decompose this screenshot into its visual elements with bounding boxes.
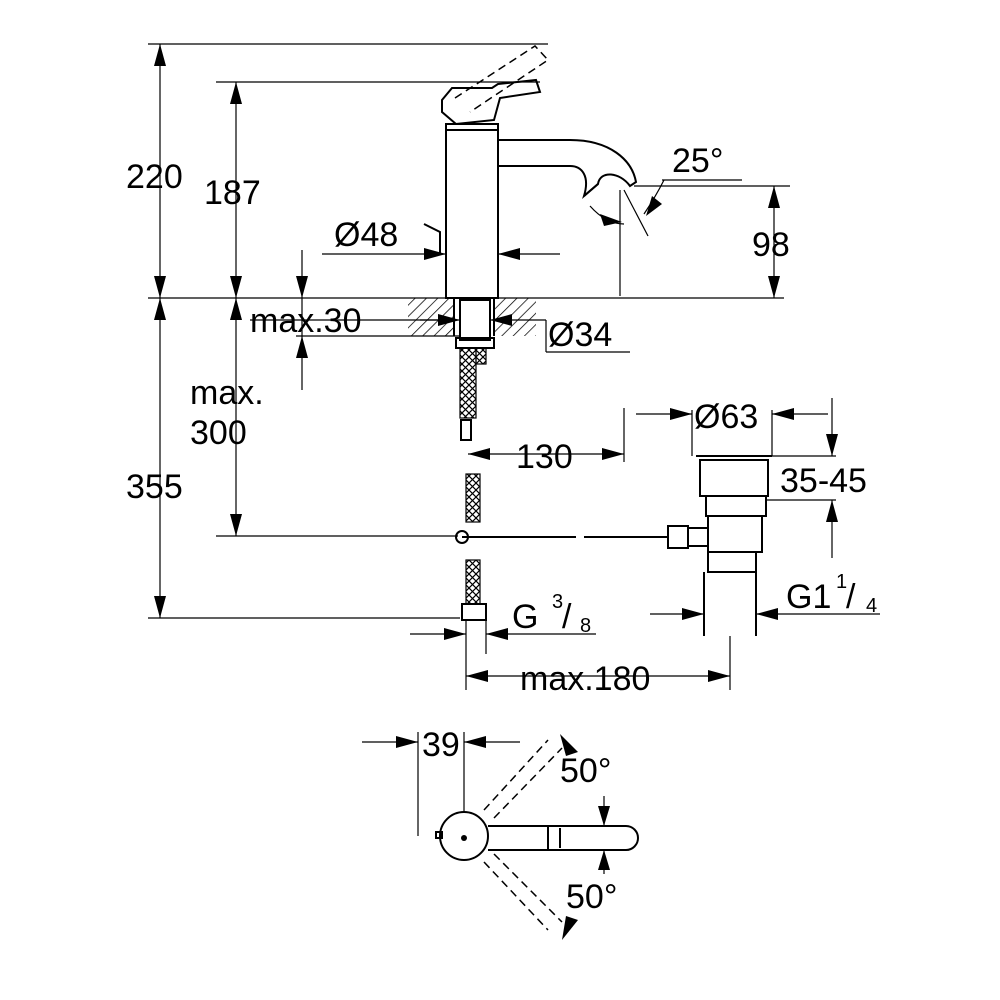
label-187: 187 <box>204 174 261 212</box>
label-angle-25: 25° <box>672 142 723 180</box>
dimension-lines <box>148 43 880 690</box>
label-300: 300 <box>190 414 247 452</box>
label-angle-50-bottom: 50° <box>566 878 617 916</box>
plan-view <box>362 732 639 940</box>
faucet-side-view <box>423 45 638 299</box>
label-g1-numerator: 1 <box>836 571 847 593</box>
label-g-numerator: 3 <box>552 591 563 613</box>
label-angle-50-top: 50° <box>560 752 611 790</box>
label-g1-denominator: 4 <box>866 595 877 617</box>
label-220: 220 <box>126 158 183 196</box>
dimension-labels: 220 187 Ø48 25° 98 max.30 Ø34 max. 300 3… <box>126 142 877 916</box>
waste-assembly <box>455 455 772 636</box>
label-diameter-63: Ø63 <box>694 398 758 436</box>
label-g1: G1 <box>786 578 831 616</box>
label-39: 39 <box>422 726 460 764</box>
svg-text:/: / <box>846 578 856 616</box>
svg-text:/: / <box>562 598 572 636</box>
label-g: G <box>512 598 538 636</box>
label-355: 355 <box>126 468 183 506</box>
label-diameter-34: Ø34 <box>548 316 612 354</box>
label-98: 98 <box>752 226 790 264</box>
label-diameter-48: Ø48 <box>334 216 398 254</box>
label-35-45: 35-45 <box>780 462 867 500</box>
label-max-30: max.30 <box>250 302 362 340</box>
label-max: max. <box>190 374 264 412</box>
label-130: 130 <box>516 438 573 476</box>
label-max-180: max.180 <box>520 660 650 698</box>
label-g-denominator: 8 <box>580 615 591 637</box>
